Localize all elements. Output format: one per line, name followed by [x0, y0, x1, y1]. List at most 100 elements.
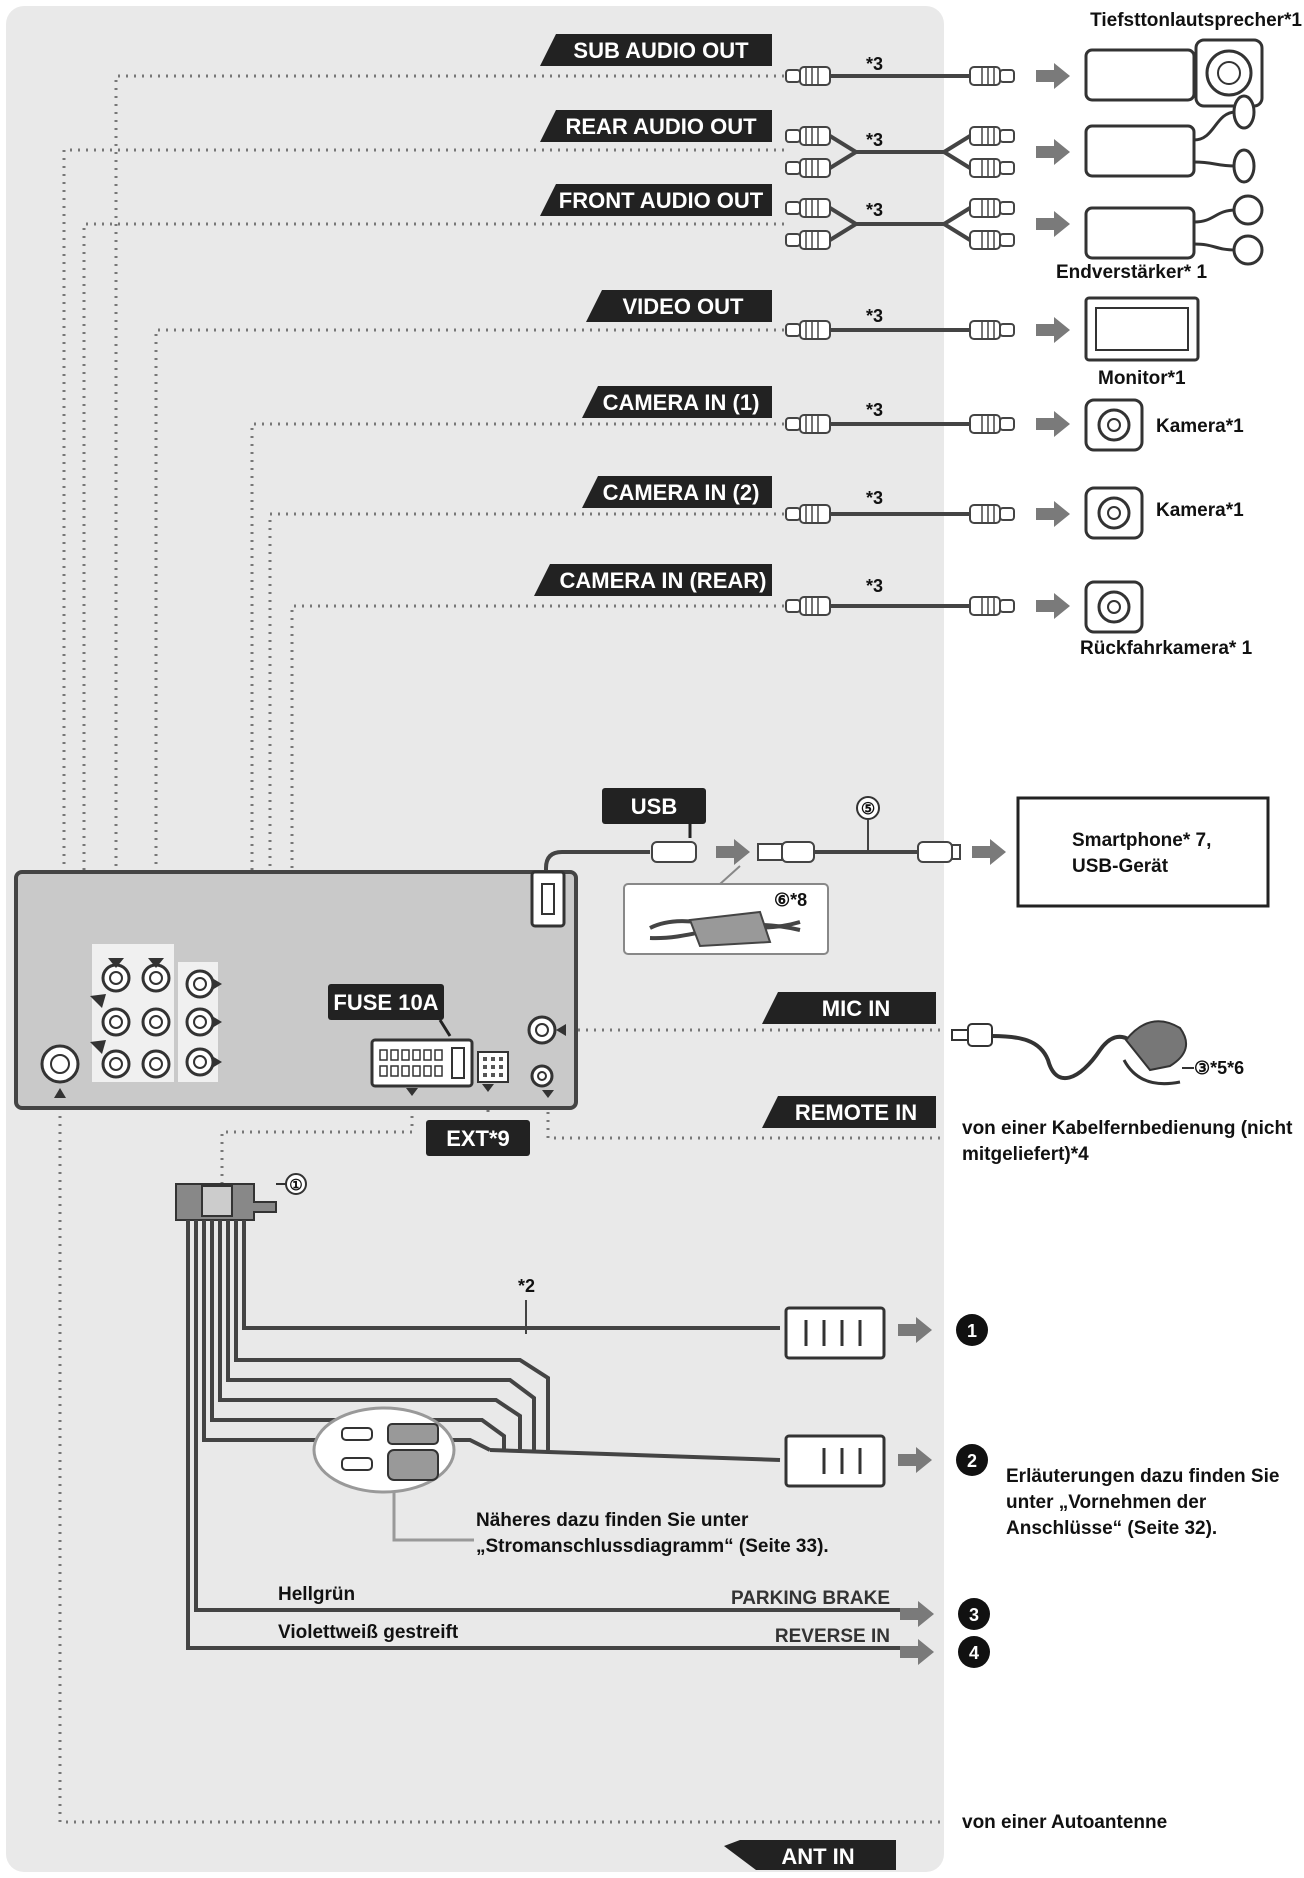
- svg-text:„Stromanschlussdiagramm“ (Seit: „Stromanschlussdiagramm“ (Seite 33).: [476, 1536, 829, 1557]
- svg-text:Kamera*1: Kamera*1: [1156, 500, 1244, 521]
- dotted-arrowheads: [54, 958, 566, 1098]
- wiring-harness: ① *2 1 2 Nä: [175, 1173, 1279, 1668]
- jack-camera-rear: [185, 1047, 215, 1077]
- svg-text:Erläuterungen dazu finden Sie: Erläuterungen dazu finden Sie: [1006, 1466, 1279, 1487]
- rear-amplifier-device: [1084, 94, 1256, 184]
- tag-sub-audio-out: SUB AUDIO OUT: [540, 34, 772, 66]
- sub-audio-cable: *3: [785, 54, 1070, 89]
- arrow-icon: [1036, 501, 1070, 527]
- rear-audio-cable: *3: [785, 126, 1070, 178]
- connector-2: [784, 1434, 886, 1488]
- camera-in-2-cable: *3: [785, 488, 1070, 527]
- svg-text:MIC IN: MIC IN: [822, 996, 890, 1021]
- arrow-icon: [1036, 593, 1070, 619]
- rear-camera-device: Rückfahrkamera* 1: [1080, 580, 1253, 659]
- tag-rear-audio-out: REAR AUDIO OUT: [540, 110, 772, 142]
- svg-text:EXT*9: EXT*9: [446, 1126, 510, 1151]
- jack-rear-out: [101, 1007, 131, 1037]
- svg-text:Violettweiß gestreift: Violettweiß gestreift: [278, 1622, 459, 1643]
- monitor-device: Monitor*1: [1084, 296, 1200, 389]
- smartphone-usb-box: [1016, 796, 1270, 908]
- jack-video-out: [141, 963, 171, 993]
- svg-text:CAMERA IN (REAR): CAMERA IN (REAR): [560, 568, 767, 593]
- svg-text:Näheres dazu finden Sie unter: Näheres dazu finden Sie unter: [476, 1510, 749, 1531]
- badge-1: [956, 1314, 988, 1346]
- camera-in-rear-cable: *3: [785, 576, 1070, 619]
- usb-section: USB ⑤ ⑥*8 Smartphone* 7, USB-Gerät: [544, 788, 1270, 955]
- svg-text:CAMERA IN (1): CAMERA IN (1): [603, 390, 760, 415]
- svg-text:FRONT AUDIO OUT: FRONT AUDIO OUT: [559, 188, 764, 213]
- svg-text:③*5*6: ③*5*6: [1194, 1058, 1244, 1078]
- badge-3: [958, 1598, 990, 1630]
- head-unit: FUSE 10A: [14, 870, 578, 1110]
- svg-text:*3: *3: [866, 130, 883, 150]
- subwoofer-device: Tiefsttonlautsprecher*1: [1084, 10, 1302, 108]
- microphone-icon: [1124, 1020, 1188, 1072]
- tag-ext: EXT*9: [426, 1120, 530, 1156]
- mic-jack: [527, 1015, 557, 1045]
- svg-text:REAR AUDIO OUT: REAR AUDIO OUT: [565, 114, 757, 139]
- arrow-icon: [972, 839, 1006, 865]
- speaker-icon: [1232, 194, 1264, 226]
- tag-camera-in-rear: CAMERA IN (REAR): [534, 564, 772, 596]
- speaker-icon: [1232, 148, 1256, 184]
- video-out-cable: *3: [785, 306, 1070, 343]
- speaker-icon: [1232, 234, 1264, 266]
- jack-camera-2: [185, 1007, 215, 1037]
- antenna-section: von einer Autoantenne ANT IN: [724, 1812, 1167, 1870]
- svg-text:PARKING BRAKE: PARKING BRAKE: [731, 1588, 890, 1609]
- svg-text:Endverstärker* 1: Endverstärker* 1: [1056, 262, 1207, 283]
- arrow-icon: [1036, 411, 1070, 437]
- svg-text:SUB AUDIO OUT: SUB AUDIO OUT: [573, 38, 749, 63]
- speaker-icon: [1232, 94, 1256, 130]
- svg-text:1: 1: [967, 1321, 977, 1341]
- svg-text:*3: *3: [866, 54, 883, 74]
- badge-4: [958, 1636, 990, 1668]
- svg-text:mitgeliefert)*4: mitgeliefert)*4: [962, 1144, 1089, 1165]
- svg-text:von einer Autoantenne: von einer Autoantenne: [962, 1812, 1167, 1833]
- remote-section: REMOTE IN von einer Kabelfernbedienung (…: [762, 1096, 1293, 1165]
- jack-camera-1: [185, 969, 215, 999]
- arrow-icon: [1036, 211, 1070, 237]
- svg-text:unter „Vornehmen der: unter „Vornehmen der: [1006, 1492, 1207, 1513]
- svg-text:Monitor*1: Monitor*1: [1098, 368, 1186, 389]
- svg-text:⑤: ⑤: [861, 801, 875, 818]
- svg-text:Hellgrün: Hellgrün: [278, 1584, 355, 1605]
- arrow-icon: [1036, 63, 1070, 89]
- mic-section: MIC IN ③*5*6: [762, 992, 1244, 1086]
- svg-text:3: 3: [969, 1605, 979, 1625]
- svg-text:CAMERA IN (2): CAMERA IN (2): [603, 480, 760, 505]
- svg-text:*3: *3: [866, 200, 883, 220]
- svg-text:USB-Gerät: USB-Gerät: [1072, 856, 1169, 877]
- jack-sub-out: [101, 963, 131, 993]
- camera-1-device: Kamera*1: [1084, 398, 1244, 452]
- svg-text:Rückfahrkamera* 1: Rückfahrkamera* 1: [1080, 638, 1253, 659]
- svg-text:ANT IN: ANT IN: [781, 1844, 854, 1869]
- svg-text:REMOTE IN: REMOTE IN: [795, 1100, 917, 1125]
- svg-text:von einer Kabelfernbedienung (: von einer Kabelfernbedienung (nicht: [962, 1118, 1293, 1139]
- camera-2-device: Kamera*1: [1084, 486, 1244, 540]
- tag-camera-in-1: CAMERA IN (1): [582, 386, 772, 418]
- svg-text:Anschlüsse“ (Seite 32).: Anschlüsse“ (Seite 32).: [1006, 1518, 1217, 1539]
- svg-text:*3: *3: [866, 400, 883, 420]
- arrow-icon: [1036, 317, 1070, 343]
- svg-text:⑥*8: ⑥*8: [774, 890, 807, 910]
- svg-text:2: 2: [967, 1451, 977, 1471]
- svg-text:*3: *3: [866, 488, 883, 508]
- svg-text:Kamera*1: Kamera*1: [1156, 416, 1244, 437]
- svg-text:*3: *3: [866, 576, 883, 596]
- badge-2: [956, 1444, 988, 1476]
- tag-camera-in-2: CAMERA IN (2): [582, 476, 772, 508]
- svg-text:REVERSE IN: REVERSE IN: [775, 1626, 890, 1647]
- svg-text:Smartphone* 7,: Smartphone* 7,: [1072, 830, 1211, 851]
- camera-in-1-cable: *3: [785, 400, 1070, 437]
- svg-text:4: 4: [969, 1643, 979, 1663]
- tag-front-audio-out: FRONT AUDIO OUT: [540, 184, 772, 216]
- jack-front-out: [101, 1049, 131, 1079]
- svg-text:*3: *3: [866, 306, 883, 326]
- svg-text:USB: USB: [631, 794, 677, 819]
- svg-text:VIDEO OUT: VIDEO OUT: [622, 294, 744, 319]
- svg-text:①: ①: [289, 1177, 302, 1194]
- power-connector: [370, 1038, 474, 1088]
